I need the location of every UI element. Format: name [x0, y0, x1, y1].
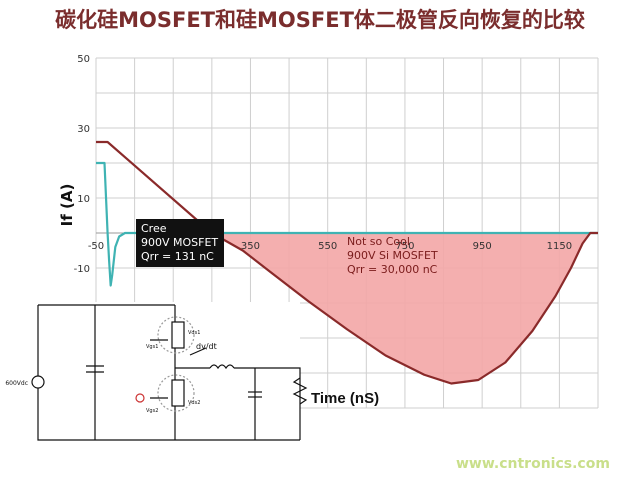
vds1-label: Vds1 — [188, 330, 200, 336]
si-annotation: Not so Cool 900V Si MOSFET Qrr = 30,000 … — [342, 232, 452, 280]
vgs2-label: Vgs2 — [146, 408, 158, 414]
cree-annotation: Cree 900V MOSFET Qrr = 131 nC — [136, 219, 224, 267]
cree-line-1: Cree — [141, 222, 167, 235]
si-line-2: 900V Si MOSFET — [347, 249, 438, 262]
si-line-1: Not so Cool — [347, 235, 410, 248]
vgs1-label: Vgs1 — [146, 344, 158, 350]
x-axis-label: Time (nS) — [311, 390, 380, 407]
y-tick-label: 10 — [77, 194, 90, 205]
series-line-1 — [96, 140, 598, 385]
chart-fills — [211, 233, 598, 384]
x-tick-label: 750 — [395, 241, 414, 252]
x-tick-label: 1150 — [547, 241, 572, 252]
cree-line-2: 900V MOSFET — [141, 236, 219, 249]
watermark: www.cntronics.com — [456, 456, 610, 472]
source-label: 600Vdc — [5, 380, 28, 387]
chart-lines — [96, 140, 598, 385]
x-tick-label: -50 — [88, 241, 104, 252]
series-line-0 — [96, 161, 598, 287]
si-line-3: Qrr = 30,000 nC — [347, 263, 438, 276]
y-tick-label: -10 — [74, 264, 90, 275]
source-icon — [31, 375, 45, 389]
y-tick-label: 50 — [77, 54, 90, 65]
y-axis-label: If (A) — [58, 184, 76, 227]
x-tick-label: 950 — [473, 241, 492, 252]
dvdt-label: dv/dt — [196, 342, 217, 351]
probe-icon — [135, 393, 145, 403]
vds2-label: Vds2 — [188, 400, 200, 406]
circuit-schematic — [31, 302, 308, 442]
x-tick-label: 550 — [318, 241, 337, 252]
page-title: 碳化硅MOSFET和硅MOSFET体二极管反向恢复的比较 — [55, 8, 585, 32]
y-tick-label: 30 — [77, 124, 90, 135]
x-tick-label: 350 — [241, 241, 260, 252]
cree-line-3: Qrr = 131 nC — [141, 250, 214, 263]
series-fill-1 — [211, 233, 598, 384]
